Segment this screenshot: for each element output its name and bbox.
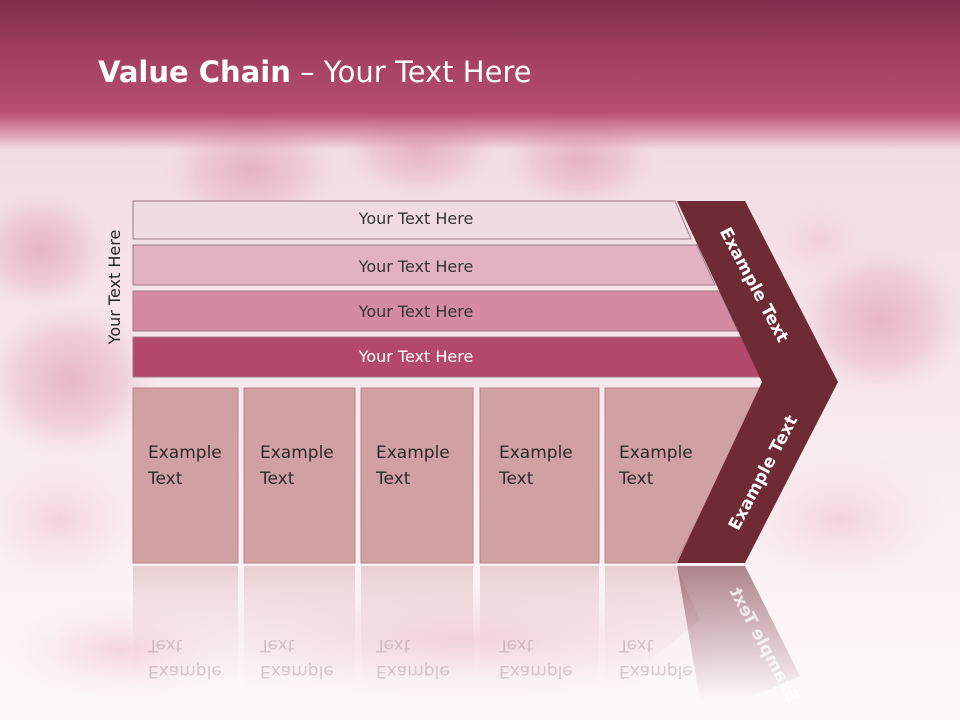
slide-title-rest: – Your Text Here — [290, 55, 532, 89]
activity-reflection-4 — [480, 566, 599, 696]
slide-title: Value Chain – Your Text Here — [98, 55, 532, 89]
activity-4-line2: Text — [499, 469, 534, 489]
activity-box-5[interactable] — [604, 387, 763, 564]
support-row-2-label: Your Text Here — [358, 257, 474, 276]
activity-3-reflection-line2: Text — [376, 635, 411, 655]
support-row-2[interactable] — [132, 244, 716, 286]
support-row-1-label: Your Text Here — [358, 209, 474, 228]
activity-1-label: Example Text — [148, 440, 222, 492]
margin-chevron[interactable] — [677, 201, 838, 563]
activity-1-line2: Text — [148, 469, 183, 489]
margin-chevron-reflection — [677, 566, 800, 700]
activity-5-reflection-text: Example Text — [619, 632, 693, 684]
activity-3-reflection-text: Example Text — [376, 632, 450, 684]
activity-reflection-1 — [133, 566, 238, 696]
activity-2-reflection-line2: Text — [260, 635, 295, 655]
support-row-1[interactable] — [132, 200, 692, 240]
activity-2-line1: Example — [260, 443, 334, 463]
activity-5-line2: Text — [619, 469, 654, 489]
header-band — [0, 0, 960, 150]
support-row-3-label: Your Text Here — [358, 302, 474, 321]
support-row-3[interactable] — [132, 290, 739, 332]
activity-1-line1: Example — [148, 443, 222, 463]
activity-reflection-3 — [361, 566, 473, 696]
vertical-axis-label: Your Text Here — [105, 229, 124, 345]
activity-5-line1: Example — [619, 443, 693, 463]
activity-3-line1: Example — [376, 443, 450, 463]
activity-4-reflection-line2: Text — [499, 635, 534, 655]
activity-3-line2: Text — [376, 469, 411, 489]
activity-2-line2: Text — [260, 469, 295, 489]
activity-1-reflection-line2: Text — [148, 635, 183, 655]
slide-title-bold: Value Chain — [98, 55, 291, 89]
activity-2-label: Example Text — [260, 440, 334, 492]
activity-5-label: Example Text — [619, 440, 693, 492]
activity-box-2[interactable] — [243, 387, 356, 564]
activity-2-reflection-text: Example Text — [260, 632, 334, 684]
activity-reflection-5 — [605, 566, 700, 696]
activity-reflection-2 — [244, 566, 355, 696]
activity-box-1[interactable] — [132, 387, 239, 564]
activity-5-reflection-line2: Text — [619, 635, 654, 655]
support-row-4-label: Your Text Here — [358, 347, 474, 366]
activity-4-reflection-text: Example Text — [499, 632, 573, 684]
activity-4-reflection-line1: Example — [499, 661, 573, 681]
activity-4-line1: Example — [499, 443, 573, 463]
activity-2-reflection-line1: Example — [260, 661, 334, 681]
activity-4-label: Example Text — [499, 440, 573, 492]
activity-3-reflection-line1: Example — [376, 661, 450, 681]
activity-1-reflection-text: Example Text — [148, 632, 222, 684]
activity-box-4[interactable] — [479, 387, 600, 564]
activity-1-reflection-line1: Example — [148, 661, 222, 681]
activity-5-reflection-line1: Example — [619, 661, 693, 681]
activity-3-label: Example Text — [376, 440, 450, 492]
activity-box-3[interactable] — [360, 387, 474, 564]
